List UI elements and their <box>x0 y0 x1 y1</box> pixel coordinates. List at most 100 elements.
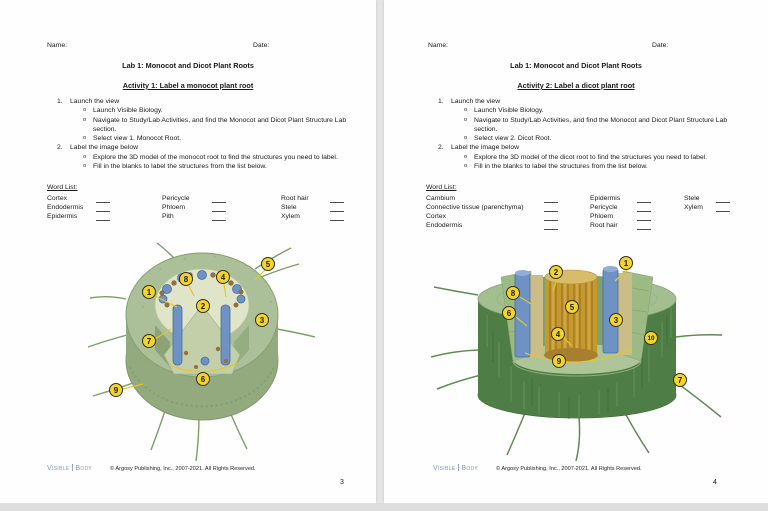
sub-bullet: o Navigate to Study/Lab Activities, and … <box>57 116 367 135</box>
pericycle-layer-left <box>529 275 543 357</box>
step-1: 1. Launch the view <box>57 97 367 106</box>
figure-label-7: 7 <box>142 334 156 348</box>
bullet-marker: o <box>83 163 87 170</box>
bullet-marker: o <box>464 153 468 160</box>
date-label: Date: <box>652 42 669 49</box>
figure-label-4: 4 <box>216 270 230 284</box>
word-item: Stele <box>684 195 700 202</box>
bullet-marker: o <box>83 116 87 123</box>
figure-label-4: 4 <box>551 327 565 341</box>
sub-text: Select view 1. Monocot Root. <box>93 135 182 143</box>
bullet-marker: o <box>83 153 87 160</box>
word-item: Xylem <box>684 204 703 211</box>
answer-blank <box>96 195 110 203</box>
bullet-marker: o <box>83 135 87 142</box>
word-list-heading: Word List: <box>47 184 78 191</box>
figure-label-9: 9 <box>552 354 566 368</box>
figure-label-9: 9 <box>109 383 123 397</box>
logo-body: Body <box>461 465 479 472</box>
name-label: Name: <box>428 42 449 49</box>
sub-bullet: o Select view 2. Dicot Root. <box>438 134 748 143</box>
logo-visible: Visible <box>47 465 70 472</box>
step-number: 2. <box>57 144 63 152</box>
copyright-text: © Argosy Publishing, Inc., 2007-2021. Al… <box>110 466 256 472</box>
sub-bullet: o Fill in the blanks to label the struct… <box>57 162 367 171</box>
answer-blank <box>716 204 730 212</box>
answer-blank <box>716 195 730 203</box>
word-item: Cambium <box>426 195 456 202</box>
step-2: 2. Label the image below <box>438 143 748 152</box>
word-item: Phloem <box>590 213 614 220</box>
logo-body: Body <box>75 465 93 472</box>
answer-blank <box>637 204 651 212</box>
background-strip <box>0 503 768 511</box>
monocot-root-illustration <box>87 242 316 462</box>
xylem-columns <box>172 304 231 366</box>
sub-bullet: o Launch Visible Biology. <box>57 106 367 115</box>
bullet-marker: o <box>464 135 468 142</box>
sub-bullet: o Launch Visible Biology. <box>438 106 748 115</box>
answer-blank <box>544 222 558 230</box>
figure-label-5: 5 <box>261 257 275 271</box>
word-item: Epidermis <box>590 195 621 202</box>
sub-bullet: o Fill in the blanks to label the struct… <box>438 162 748 171</box>
worksheet-page-4: Name: Date: Lab 1: Monocot and Dicot Pla… <box>384 0 768 503</box>
step-number: 1. <box>438 98 444 105</box>
word-list-heading: Word List: <box>426 184 457 191</box>
rim-texture <box>128 366 276 408</box>
figure-label-3: 3 <box>255 313 269 327</box>
answer-blank <box>330 204 344 212</box>
bullet-marker: o <box>464 163 468 170</box>
lab-title: Lab 1: Monocot and Dicot Plant Roots <box>510 61 642 70</box>
step-number: 2. <box>438 144 444 152</box>
answer-blank <box>637 195 651 203</box>
word-item: Epidermis <box>47 213 78 220</box>
leader-lines <box>515 269 632 363</box>
figure-label-1: 1 <box>142 285 156 299</box>
sub-text: Explore the 3D model of the monocot root… <box>93 153 338 161</box>
sub-text: Explore the 3D model of the dicot root t… <box>474 153 708 161</box>
monocot-root-figure: 1 2 3 4 5 6 7 8 9 <box>85 242 325 463</box>
step-1: 1. Launch the view <box>438 97 748 106</box>
answer-blank <box>544 204 558 212</box>
step-text: Label the image below <box>70 144 139 152</box>
logo-divider <box>71 464 73 471</box>
bullet-marker: o <box>464 116 468 123</box>
page-number: 4 <box>713 479 717 486</box>
word-item: Pith <box>162 213 174 220</box>
sub-text: Launch Visible Biology. <box>474 107 544 115</box>
copyright-text: © Argosy Publishing, Inc., 2007-2021. Al… <box>496 466 642 472</box>
answer-blank <box>544 213 558 221</box>
sub-text: Select view 2. Dicot Root. <box>474 135 552 143</box>
word-item: Root hair <box>590 222 618 229</box>
instructions-list: 1. Launch the view o Launch Visible Biol… <box>57 97 367 171</box>
pericycle-layer-right <box>618 273 632 355</box>
leader-lines <box>122 269 266 390</box>
figure-label-10: 10 <box>644 331 658 345</box>
word-item: Xylem <box>281 213 300 220</box>
sub-bullet: o Navigate to Study/Lab Activities, and … <box>438 116 748 135</box>
dicot-root-figure: 1 2 3 4 5 6 7 8 9 10 <box>429 247 729 462</box>
figure-label-5: 5 <box>565 300 579 314</box>
figure-label-2: 2 <box>549 265 563 279</box>
figure-label-2: 2 <box>196 299 210 313</box>
sub-bullet: o Select view 1. Monocot Root. <box>57 134 367 143</box>
sub-text: Fill in the blanks to label the structur… <box>93 163 267 171</box>
stele-column <box>544 269 598 362</box>
word-item: Root hair <box>281 195 309 202</box>
step-2: 2. Label the image below <box>57 143 367 152</box>
bullet-marker: o <box>83 107 87 114</box>
sub-text: Fill in the blanks to label the structur… <box>474 163 648 171</box>
word-item: Pericycle <box>590 204 618 211</box>
sub-bullet: o Explore the 3D model of the dicot root… <box>438 153 748 162</box>
sub-text: Launch Visible Biology. <box>93 107 163 115</box>
logo-divider <box>457 464 459 471</box>
answer-blank <box>96 213 110 221</box>
figure-label-1: 1 <box>619 256 633 270</box>
logo-visible: Visible <box>433 465 456 472</box>
page-number: 3 <box>340 479 344 486</box>
answer-blank <box>212 204 226 212</box>
word-item: Pericycle <box>162 195 190 202</box>
answer-blank <box>544 195 558 203</box>
word-item: Phloem <box>162 204 186 211</box>
